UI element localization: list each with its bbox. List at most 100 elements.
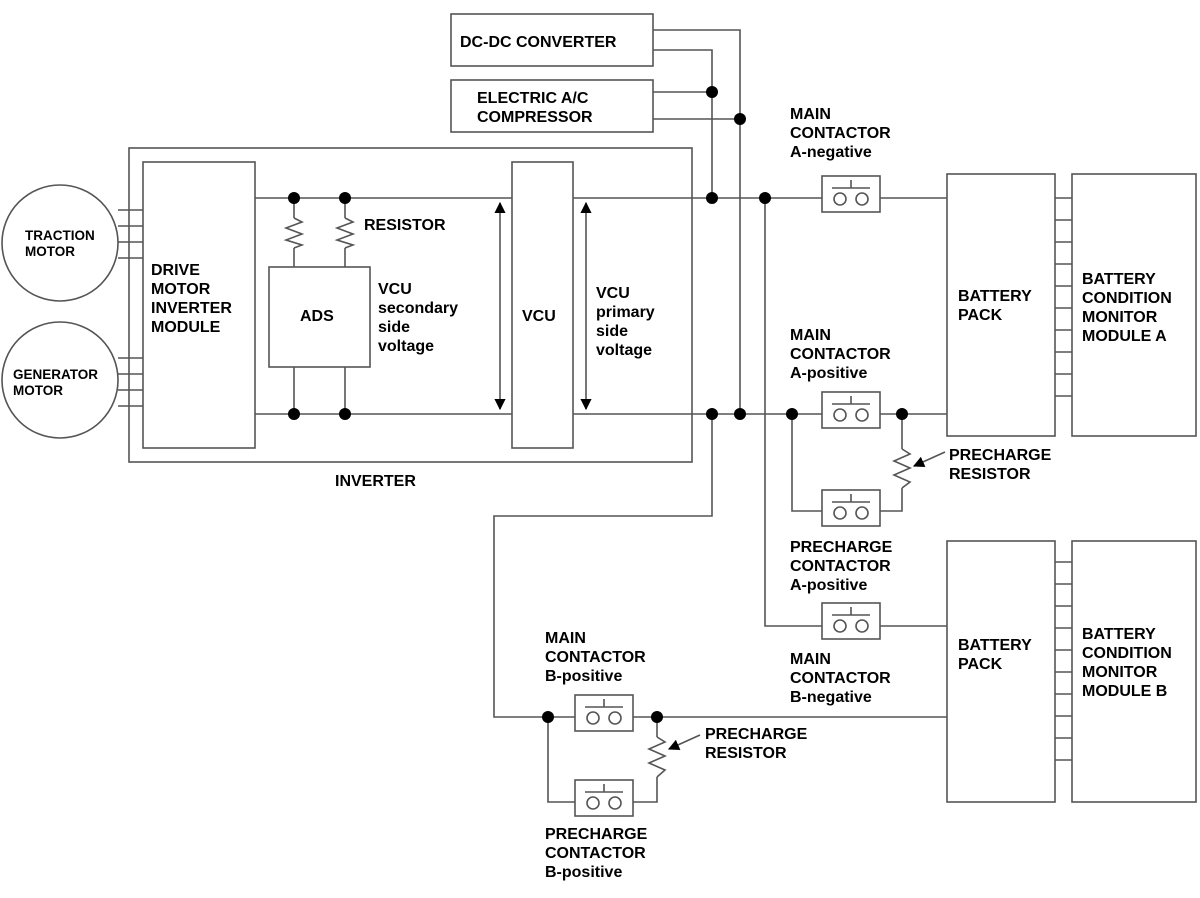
svg-text:BATTERY: BATTERY — [958, 288, 1032, 305]
main-contactor-b-positive-symbol — [574, 694, 634, 732]
svg-text:B-negative: B-negative — [790, 689, 872, 706]
battery-pack-a-box — [946, 173, 1056, 437]
svg-text:MONITOR: MONITOR — [1082, 664, 1158, 681]
battery-pack-b-label: BATTERY PACK — [958, 637, 1032, 673]
svg-text:MAIN: MAIN — [790, 327, 831, 344]
svg-text:PRECHARGE: PRECHARGE — [705, 726, 808, 743]
main-contactor-a-positive-symbol — [821, 391, 881, 429]
svg-text:GENERATOR: GENERATOR — [13, 367, 98, 382]
precharge-resistor-b-pointer — [667, 734, 701, 750]
generator-motor-label: GENERATOR MOTOR — [13, 367, 98, 398]
wiring — [118, 29, 1072, 803]
battery-condition-monitor-module-a-label: BATTERY CONDITION MONITOR MODULE A — [1082, 271, 1172, 345]
main-contactor-b-positive-label: MAIN CONTACTOR B-positive — [545, 630, 646, 685]
svg-text:MAIN: MAIN — [790, 106, 831, 123]
svg-text:INVERTER: INVERTER — [151, 300, 232, 317]
svg-text:COMPRESSOR: COMPRESSOR — [477, 109, 593, 126]
svg-text:BATTERY: BATTERY — [958, 637, 1032, 654]
ads-resistor-right-symbol — [334, 217, 356, 249]
precharge-contactor-b-positive-label: PRECHARGE CONTACTOR B-positive — [545, 826, 648, 881]
generator-motor-circle — [1, 321, 119, 439]
drive-motor-inverter-module-box — [142, 161, 256, 449]
main-contactor-b-negative-label: MAIN CONTACTOR B-negative — [790, 651, 891, 706]
svg-text:CONTACTOR: CONTACTOR — [790, 558, 891, 575]
electric-ac-compressor-box — [450, 79, 654, 133]
svg-text:A-positive: A-positive — [790, 577, 867, 594]
svg-text:BATTERY: BATTERY — [1082, 271, 1156, 288]
junction-dots — [288, 86, 908, 723]
svg-text:PRECHARGE: PRECHARGE — [949, 447, 1052, 464]
vcu-label: VCU — [522, 308, 556, 325]
svg-text:MONITOR: MONITOR — [1082, 309, 1158, 326]
svg-text:side: side — [378, 319, 410, 336]
svg-text:MODULE B: MODULE B — [1082, 683, 1167, 700]
ads-resistor-left-symbol — [283, 217, 305, 249]
vcu-secondary-side-voltage-label: VCU secondary side voltage — [378, 281, 458, 355]
svg-text:VCU: VCU — [596, 285, 630, 302]
precharge-contactor-b-positive-symbol — [574, 779, 634, 817]
dc-dc-converter-label: DC-DC CONVERTER — [460, 34, 617, 51]
traction-motor-label: TRACTION MOTOR — [25, 228, 95, 259]
svg-text:CONDITION: CONDITION — [1082, 645, 1172, 662]
svg-text:ELECTRIC A/C: ELECTRIC A/C — [477, 90, 589, 107]
svg-text:secondary: secondary — [378, 300, 458, 317]
svg-text:PRECHARGE: PRECHARGE — [545, 826, 648, 843]
dc-dc-converter-box — [450, 13, 654, 67]
precharge-resistor-a-symbol — [892, 448, 912, 489]
battery-condition-monitor-module-b-box — [1071, 540, 1197, 803]
main-contactor-b-negative-symbol — [821, 602, 881, 640]
svg-text:voltage: voltage — [378, 338, 434, 355]
svg-text:DRIVE: DRIVE — [151, 262, 200, 279]
svg-text:PACK: PACK — [958, 656, 1003, 673]
svg-text:CONTACTOR: CONTACTOR — [545, 845, 646, 862]
vcu-box — [511, 161, 574, 449]
traction-motor-circle — [1, 184, 119, 302]
drive-motor-inverter-module-label: DRIVE MOTOR INVERTER MODULE — [151, 262, 232, 336]
svg-text:PACK: PACK — [958, 307, 1003, 324]
battery-pack-b-box — [946, 540, 1056, 803]
svg-text:TRACTION: TRACTION — [25, 228, 95, 243]
svg-text:CONTACTOR: CONTACTOR — [790, 125, 891, 142]
battery-pack-a-label: BATTERY PACK — [958, 288, 1032, 324]
svg-text:PRECHARGE: PRECHARGE — [790, 539, 893, 556]
precharge-resistor-b-symbol — [647, 736, 667, 778]
svg-text:MAIN: MAIN — [545, 630, 586, 647]
battery-condition-monitor-module-a-box — [1071, 173, 1197, 437]
precharge-contactor-a-positive-label: PRECHARGE CONTACTOR A-positive — [790, 539, 893, 594]
main-contactor-a-positive-label: MAIN CONTACTOR A-positive — [790, 327, 891, 382]
svg-text:A-negative: A-negative — [790, 144, 872, 161]
svg-text:MOTOR: MOTOR — [151, 281, 211, 298]
main-contactor-a-negative-symbol — [821, 175, 881, 213]
resistor-label: RESISTOR — [364, 217, 446, 234]
svg-text:side: side — [596, 323, 628, 340]
precharge-resistor-b-label: PRECHARGE RESISTOR — [705, 726, 808, 762]
svg-text:MODULE: MODULE — [151, 319, 221, 336]
svg-text:CONTACTOR: CONTACTOR — [790, 346, 891, 363]
vcu-primary-side-voltage-label: VCU primary side voltage — [596, 285, 655, 359]
svg-text:BATTERY: BATTERY — [1082, 626, 1156, 643]
svg-text:RESISTOR: RESISTOR — [705, 745, 787, 762]
ads-box — [268, 266, 371, 368]
svg-text:A-positive: A-positive — [790, 365, 867, 382]
precharge-contactor-a-positive-symbol — [821, 489, 881, 527]
svg-text:CONTACTOR: CONTACTOR — [790, 670, 891, 687]
main-contactor-a-negative-label: MAIN CONTACTOR A-negative — [790, 106, 891, 161]
svg-text:CONTACTOR: CONTACTOR — [545, 649, 646, 666]
svg-text:B-positive: B-positive — [545, 668, 622, 685]
ads-label: ADS — [300, 308, 334, 325]
precharge-resistor-a-label: PRECHARGE RESISTOR — [949, 447, 1052, 483]
electric-ac-compressor-label: ELECTRIC A/C COMPRESSOR — [477, 90, 593, 126]
inverter-box — [128, 147, 693, 463]
voltage-arrows — [494, 201, 592, 411]
svg-text:MOTOR: MOTOR — [25, 244, 75, 259]
svg-text:MODULE A: MODULE A — [1082, 328, 1167, 345]
svg-text:primary: primary — [596, 304, 655, 321]
svg-text:MAIN: MAIN — [790, 651, 831, 668]
svg-text:voltage: voltage — [596, 342, 652, 359]
svg-text:CONDITION: CONDITION — [1082, 290, 1172, 307]
precharge-resistor-a-pointer — [912, 451, 946, 467]
battery-condition-monitor-module-b-label: BATTERY CONDITION MONITOR MODULE B — [1082, 626, 1172, 700]
inverter-label: INVERTER — [335, 473, 416, 490]
svg-text:VCU: VCU — [378, 281, 412, 298]
